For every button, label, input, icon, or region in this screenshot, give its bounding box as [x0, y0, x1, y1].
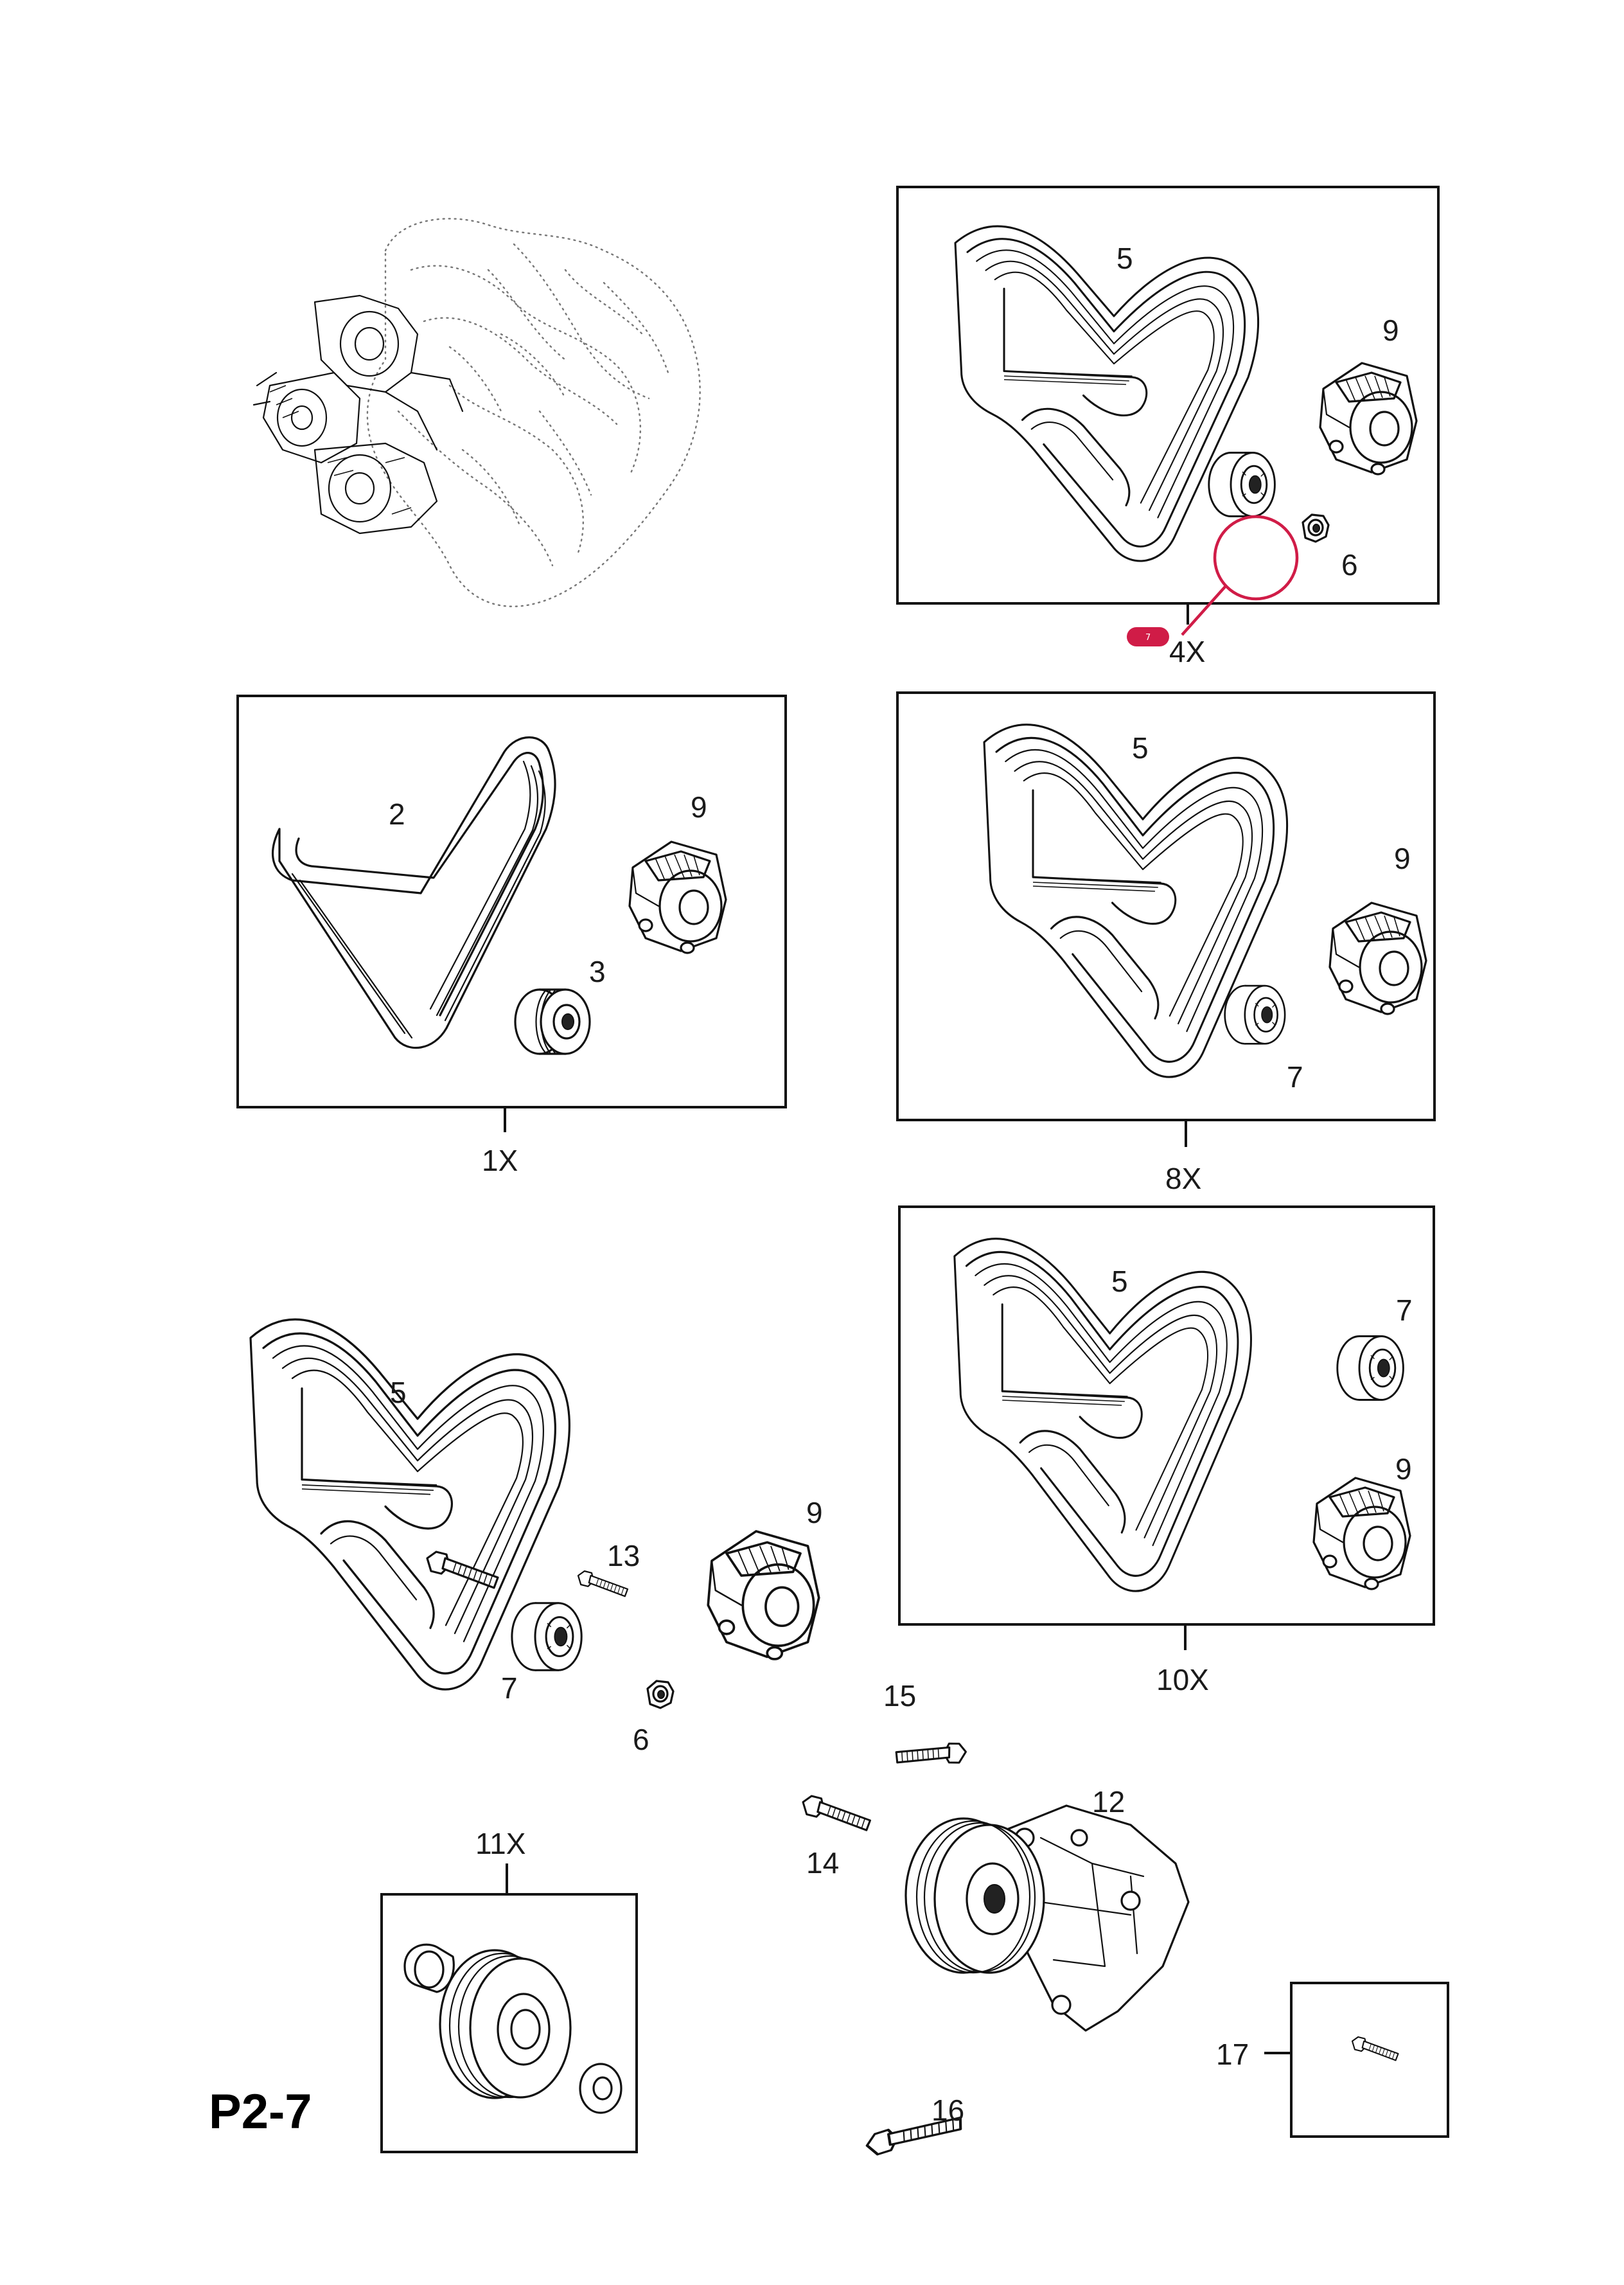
idler-pulley-part-7[interactable] — [511, 1602, 583, 1671]
kit-label-17: 17 — [1216, 2038, 1249, 2071]
kit-group-11x: 11X — [380, 1827, 638, 2153]
part-label-5: 5 — [1116, 242, 1133, 275]
kit-frame-10x — [898, 1205, 1435, 1626]
tensioner-part-9[interactable] — [1312, 1477, 1411, 1590]
part-label-13: 13 — [607, 1539, 640, 1572]
part-label-14: 14 — [806, 1846, 839, 1880]
kit-frame-8x — [896, 691, 1436, 1121]
hotspot-leader — [1181, 585, 1227, 636]
page-code: P2-7 — [209, 2085, 312, 2139]
bracket-pulley-part-12[interactable] — [905, 1804, 1190, 2032]
tensioner-part-9[interactable] — [1319, 362, 1418, 476]
part-label-16: 16 — [931, 2094, 964, 2127]
kit-group-8x: 5 9 7 8X — [896, 691, 1436, 1195]
part-label-5: 5 — [1132, 731, 1149, 765]
part-label-9: 9 — [1394, 842, 1411, 875]
hotspot-marker[interactable]: 7 — [1127, 515, 1299, 646]
part-label-12: 12 — [1092, 1785, 1125, 1818]
kit-group-17: 17 — [1216, 1982, 1449, 2138]
tensioner-part-9[interactable] — [707, 1530, 820, 1660]
kit-label-1x: 1X — [482, 1144, 518, 1177]
grooved-pulley-part-3[interactable] — [514, 988, 591, 1055]
part-label-7: 7 — [1396, 1294, 1413, 1327]
part-label-7: 7 — [1287, 1060, 1303, 1094]
part-label-5: 5 — [390, 1376, 407, 1409]
bolt-part-15[interactable] — [892, 1727, 969, 1780]
exploded-parts: 5 13 9 7 6 15 14 12 — [249, 1318, 1190, 2171]
part-label-9: 9 — [691, 790, 707, 824]
kit-frame-1x — [236, 695, 787, 1108]
part-label-2: 2 — [389, 797, 405, 831]
idler-pulley-part-7[interactable] — [1224, 984, 1286, 1045]
kit-label-11x: 11X — [475, 1827, 525, 1860]
kit-group-4x: 5 9 6 4X — [896, 186, 1440, 668]
bolt-part-13[interactable] — [577, 1570, 629, 1597]
part-label-7: 7 — [501, 1671, 518, 1705]
pulley-kit-11x[interactable] — [403, 1943, 622, 2114]
kit-frame-11x — [380, 1893, 638, 2153]
idler-pulley-part-7[interactable] — [1208, 452, 1276, 517]
kit-group-10x: 5 7 9 10X — [898, 1205, 1435, 1696]
tensioner-part-9[interactable] — [1328, 902, 1427, 1015]
part-label-3: 3 — [589, 955, 606, 988]
belt-part-5[interactable] — [954, 225, 1260, 562]
kit-frame-4x — [896, 186, 1440, 605]
part-label-5: 5 — [1111, 1265, 1128, 1298]
hotspot-circle[interactable] — [1213, 515, 1299, 601]
hotspot-pin-label: 7 — [1145, 633, 1151, 643]
spacer-part-6[interactable] — [1302, 513, 1330, 543]
part-label-15: 15 — [883, 1679, 916, 1712]
kit-label-8x: 8X — [1165, 1162, 1201, 1195]
kit-group-1x: 2 9 3 1X — [236, 695, 787, 1177]
kit-frame-17 — [1290, 1982, 1449, 2138]
engine-overview-illustration — [252, 218, 701, 607]
part-label-9: 9 — [806, 1496, 823, 1529]
part-label-6: 6 — [633, 1723, 649, 1756]
part-label-9: 9 — [1382, 314, 1399, 347]
bolt-part-17[interactable] — [1351, 2036, 1399, 2061]
part-label-9: 9 — [1395, 1452, 1412, 1486]
bolt-part-14[interactable] — [802, 1795, 872, 1831]
kit-label-4x: 4X — [1169, 635, 1205, 668]
belt-part-2[interactable] — [271, 736, 556, 1049]
kit-label-10x: 10X — [1156, 1663, 1209, 1696]
tensioner-part-9[interactable] — [628, 840, 727, 954]
hotspot-pin[interactable] — [1127, 627, 1169, 646]
part-label-6: 6 — [1341, 548, 1358, 582]
idler-pulley-part-7[interactable] — [1336, 1335, 1404, 1401]
belt-part-5[interactable] — [953, 1238, 1253, 1592]
spacer-part-6[interactable] — [646, 1680, 675, 1709]
